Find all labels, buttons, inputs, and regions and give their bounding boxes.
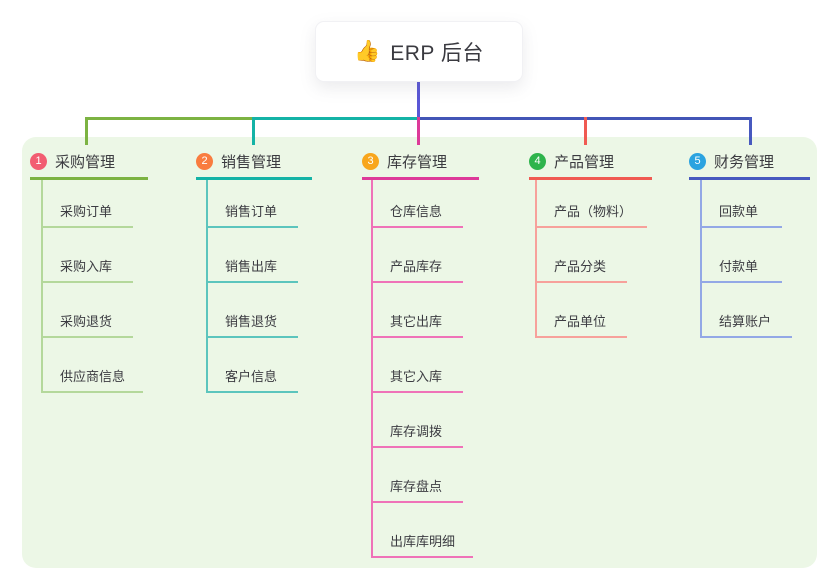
- node-label: 其它入库: [390, 369, 443, 384]
- branch-title: 产品管理: [554, 154, 615, 171]
- node-label: 产品（物料）: [554, 204, 633, 219]
- node-item[interactable]: 采购入库: [43, 228, 133, 283]
- connector-drop-finance: [749, 117, 752, 145]
- node-label: 出库库明细: [390, 534, 456, 549]
- node-item[interactable]: 产品库存: [373, 228, 463, 283]
- node-item[interactable]: 销售退货: [208, 283, 298, 338]
- node-item[interactable]: 其它入库: [373, 338, 463, 393]
- connector-drop-sales: [252, 117, 255, 145]
- node-label: 销售出库: [225, 259, 278, 274]
- branch-title: 财务管理: [714, 154, 775, 171]
- branch-children-inventory: 仓库信息 产品库存 其它出库 其它入库 库存调拨 库存盘点 出库库明细: [371, 180, 473, 558]
- node-item[interactable]: 产品单位: [537, 283, 627, 338]
- node-item[interactable]: 产品分类: [537, 228, 627, 283]
- branch-title: 库存管理: [387, 154, 448, 171]
- branch-node-product[interactable]: 4 产品管理: [529, 146, 652, 180]
- branch-children-sales: 销售订单 销售出库 销售退货 客户信息: [206, 180, 298, 393]
- node-label: 供应商信息: [60, 369, 126, 384]
- root-node[interactable]: 👍 ERP 后台: [315, 21, 523, 82]
- node-label: 采购入库: [60, 259, 113, 274]
- number-badge: 2: [196, 153, 213, 170]
- mindmap-background-panel: [22, 137, 817, 568]
- node-label: 产品分类: [554, 259, 607, 274]
- connector-trunk-left: [85, 117, 254, 120]
- connector-root-stem: [417, 82, 420, 118]
- node-label: 库存调拨: [390, 424, 443, 439]
- node-item[interactable]: 供应商信息: [43, 338, 143, 393]
- node-item[interactable]: 仓库信息: [373, 180, 463, 228]
- number-badge: 3: [362, 153, 379, 170]
- branch-children-finance: 回款单 付款单 结算账户: [700, 180, 792, 338]
- node-item[interactable]: 采购订单: [43, 180, 133, 228]
- node-label: 库存盘点: [390, 479, 443, 494]
- node-label: 销售退货: [225, 314, 278, 329]
- node-item[interactable]: 库存调拨: [373, 393, 463, 448]
- node-item[interactable]: 出库库明细: [373, 503, 473, 558]
- connector-drop-product: [584, 117, 587, 145]
- connector-drop-inventory: [417, 117, 420, 145]
- connector-trunk-mid: [252, 117, 419, 120]
- branch-title: 销售管理: [221, 154, 282, 171]
- branch-node-sales[interactable]: 2 销售管理: [196, 146, 312, 180]
- node-label: 产品库存: [390, 259, 443, 274]
- node-label: 付款单: [719, 259, 759, 274]
- node-label: 采购订单: [60, 204, 113, 219]
- node-item[interactable]: 结算账户: [702, 283, 792, 338]
- connector-drop-procurement: [85, 117, 88, 145]
- branch-title: 采购管理: [55, 154, 116, 171]
- node-label: 结算账户: [719, 314, 772, 329]
- node-label: 采购退货: [60, 314, 113, 329]
- node-item[interactable]: 付款单: [702, 228, 782, 283]
- node-label: 产品单位: [554, 314, 607, 329]
- number-badge: 1: [30, 153, 47, 170]
- number-badge: 4: [529, 153, 546, 170]
- node-label: 仓库信息: [390, 204, 443, 219]
- number-badge: 5: [689, 153, 706, 170]
- thumbs-up-icon: 👍: [354, 40, 381, 63]
- node-item[interactable]: 库存盘点: [373, 448, 463, 503]
- branch-node-finance[interactable]: 5 财务管理: [689, 146, 810, 180]
- branch-children-product: 产品（物料） 产品分类 产品单位: [535, 180, 647, 338]
- node-item[interactable]: 销售出库: [208, 228, 298, 283]
- branch-node-procurement[interactable]: 1 采购管理: [30, 146, 148, 180]
- node-label: 其它出库: [390, 314, 443, 329]
- node-label: 销售订单: [225, 204, 278, 219]
- root-label: ERP 后台: [390, 41, 484, 65]
- node-item[interactable]: 其它出库: [373, 283, 463, 338]
- node-item[interactable]: 销售订单: [208, 180, 298, 228]
- node-item[interactable]: 客户信息: [208, 338, 298, 393]
- node-label: 回款单: [719, 204, 759, 219]
- branch-children-procurement: 采购订单 采购入库 采购退货 供应商信息: [41, 180, 143, 393]
- node-item[interactable]: 产品（物料）: [537, 180, 647, 228]
- node-item[interactable]: 回款单: [702, 180, 782, 228]
- node-item[interactable]: 采购退货: [43, 283, 133, 338]
- node-label: 客户信息: [225, 369, 278, 384]
- branch-node-inventory[interactable]: 3 库存管理: [362, 146, 479, 180]
